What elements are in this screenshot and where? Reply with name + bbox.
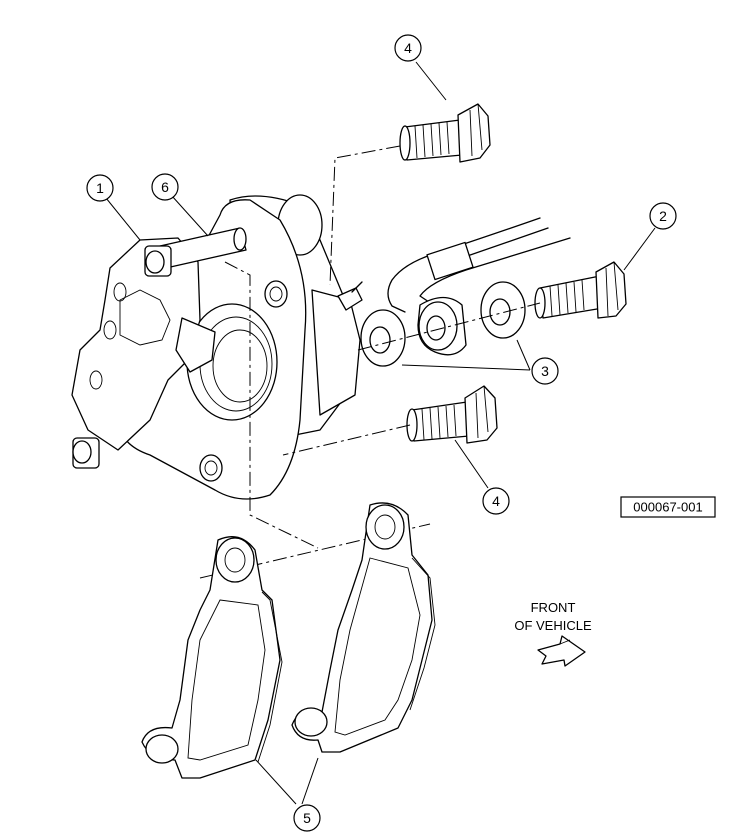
- callout-3: 3: [531, 357, 559, 385]
- callout-1-label: 1: [96, 180, 104, 196]
- direction-note-line1: FRONT: [531, 600, 576, 615]
- direction-note-line2: OF VEHICLE: [514, 618, 592, 633]
- assembly-centerlines: [199, 145, 541, 579]
- upper-mounting-bolt: [399, 103, 491, 163]
- callout-6-label: 6: [161, 179, 169, 195]
- caliper-body: [71, 194, 363, 500]
- callout-3-label: 3: [541, 363, 549, 379]
- brake-line: [387, 217, 571, 313]
- callout-5-label: 5: [303, 810, 311, 826]
- front-direction-arrow: [537, 635, 586, 667]
- callout-5: 5: [293, 804, 321, 832]
- callout-2-label: 2: [659, 208, 667, 224]
- callout-1: 1: [86, 174, 114, 202]
- callout-4-lower: 4: [482, 487, 510, 515]
- brake-pad-left: [141, 536, 283, 779]
- callout-leaders: [105, 61, 656, 805]
- reference-code-box: 000067-001: [620, 496, 716, 518]
- callout-4-upper: 4: [394, 34, 422, 62]
- callout-4-lower-label: 4: [492, 493, 500, 509]
- lower-mounting-bolt: [406, 385, 498, 444]
- brake-pad-right: [291, 502, 436, 753]
- callout-4-upper-label: 4: [404, 40, 412, 56]
- reference-code: 000067-001: [633, 500, 702, 515]
- callout-6: 6: [151, 173, 179, 201]
- banjo-bolt: [534, 261, 627, 319]
- sealing-washers: [360, 281, 526, 367]
- callout-2: 2: [649, 202, 677, 230]
